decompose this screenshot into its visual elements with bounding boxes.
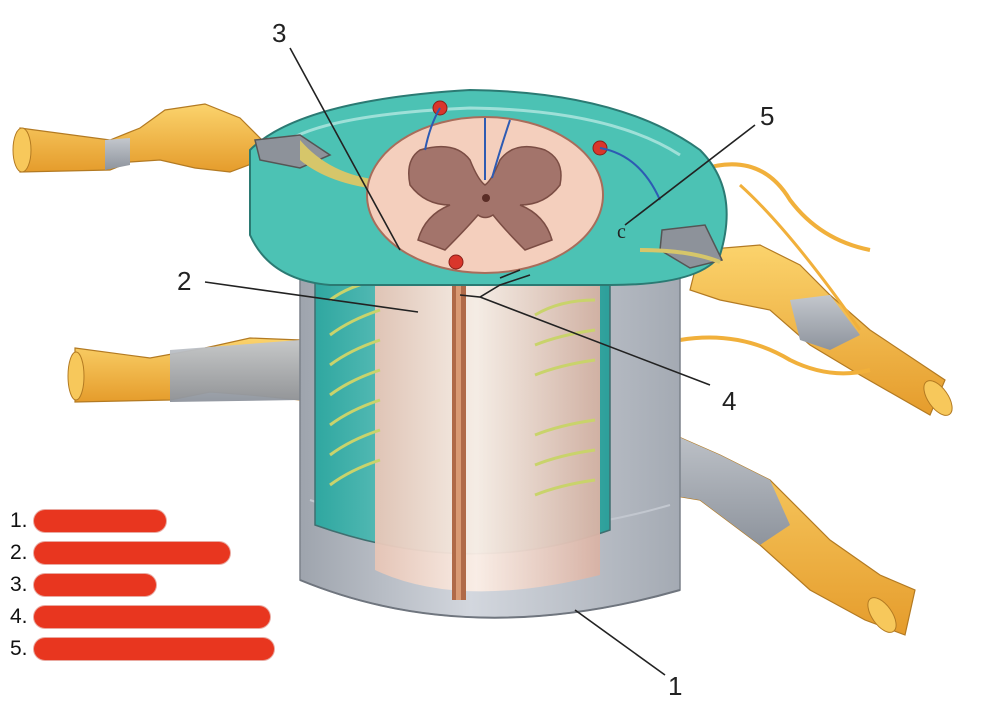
legend-number: 5. (10, 637, 28, 660)
right-upper-nerve (679, 162, 953, 416)
spinal-cord-cross-section (366, 100, 661, 274)
callout-1: 1 (668, 671, 682, 701)
redaction-mark (34, 510, 166, 532)
legend-row-3: 3. (10, 569, 290, 601)
spinal-cord-side (375, 230, 600, 600)
left-upper-nerve (12, 103, 263, 173)
callout-2: 2 (177, 266, 191, 296)
letter-c-mark: c (617, 221, 626, 243)
redaction-mark (34, 638, 274, 660)
legend-number: 2. (10, 541, 28, 564)
legend-number: 4. (10, 605, 28, 628)
nerve-rootlets (329, 278, 596, 497)
redaction-mark (34, 606, 270, 628)
left-lower-nerve (67, 337, 301, 403)
leader-line-2 (204, 281, 419, 313)
legend-row-1: 1. (10, 505, 290, 537)
leader-line-1 (574, 609, 666, 676)
legend-row-5: 5. (10, 633, 290, 665)
legend-row-2: 2. (10, 537, 290, 569)
legend-number: 1. (10, 509, 28, 532)
leader-line-4 (459, 269, 711, 386)
callout-3: 3 (272, 18, 286, 48)
leader-line-3 (289, 47, 401, 251)
callout-5: 5 (760, 101, 774, 131)
answer-legend: 1. 2. 3. 4. 5. (10, 505, 290, 665)
legend-number: 3. (10, 573, 28, 596)
right-lower-nerve (639, 419, 916, 636)
legend-row-4: 4. (10, 601, 290, 633)
redaction-mark (34, 574, 156, 596)
callout-4: 4 (722, 386, 736, 416)
leader-lines (204, 47, 756, 676)
redaction-mark (34, 542, 230, 564)
leader-line-5 (624, 124, 756, 226)
